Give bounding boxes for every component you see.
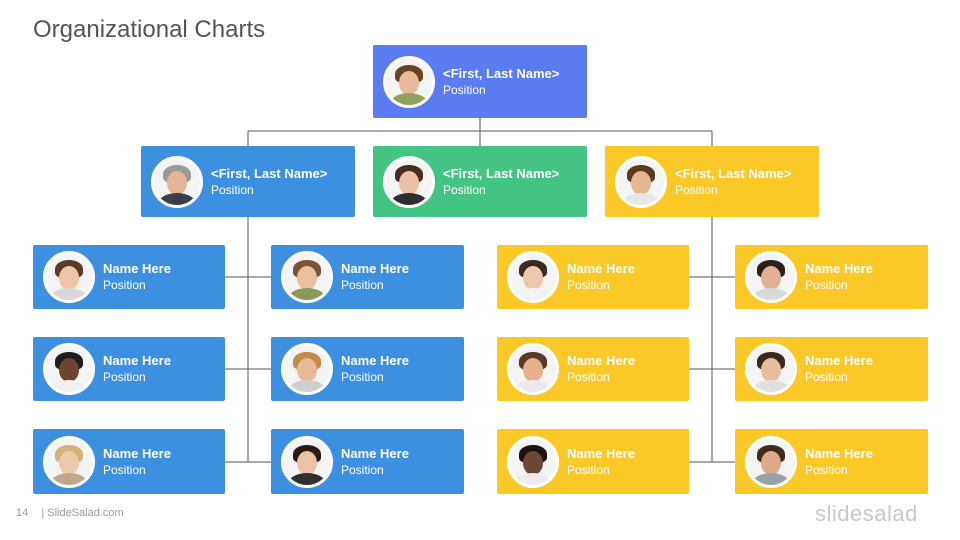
person-avatar <box>281 343 333 395</box>
node-position: Position <box>567 370 610 384</box>
node-position: Position <box>805 462 848 477</box>
slide-footer: 14 | SlideSalad.com <box>16 507 124 519</box>
slide-title: Organizational Charts <box>33 16 266 43</box>
node-name: Name Here <box>341 261 409 276</box>
person-avatar <box>507 343 559 395</box>
person-avatar <box>151 155 203 208</box>
person-avatar <box>745 343 797 395</box>
node-name: <First, Last Name> <box>443 65 560 81</box>
node-position: Position <box>675 182 718 197</box>
node-position: Position <box>805 370 848 384</box>
person-avatar <box>507 251 559 303</box>
footer-source: | SlideSalad.com <box>41 507 124 519</box>
node-name: <First, Last Name> <box>443 165 560 181</box>
node-position: Position <box>567 462 610 477</box>
person-avatar <box>745 251 797 303</box>
node-name: Name Here <box>805 445 873 461</box>
person-avatar <box>383 155 435 208</box>
org-node-staff[interactable]: Name Here Position <box>497 245 689 309</box>
person-avatar <box>281 435 333 488</box>
node-position: Position <box>341 370 384 384</box>
org-node-staff[interactable]: Name Here Position <box>735 337 928 401</box>
node-name: Name Here <box>567 445 635 461</box>
node-name: <First, Last Name> <box>675 165 792 181</box>
org-node-staff[interactable]: Name Here Position <box>735 245 928 309</box>
person-avatar <box>281 251 333 303</box>
node-name: Name Here <box>341 445 409 461</box>
org-node-staff[interactable]: Name Here Position <box>271 337 464 401</box>
person-avatar <box>383 55 435 108</box>
node-position: Position <box>103 462 146 477</box>
org-node-staff[interactable]: Name Here Position <box>33 429 225 494</box>
node-name: Name Here <box>805 353 873 368</box>
org-node-staff[interactable]: Name Here Position <box>271 245 464 309</box>
node-name: Name Here <box>341 353 409 368</box>
node-position: Position <box>443 182 486 197</box>
node-position: Position <box>211 182 254 197</box>
node-position: Position <box>567 278 610 292</box>
brand-logo: slidesalad <box>815 501 918 526</box>
org-node-manager-left[interactable]: <First, Last Name> Position <box>141 146 355 217</box>
node-name: Name Here <box>567 261 635 276</box>
node-name: Name Here <box>103 353 171 368</box>
node-position: Position <box>341 278 384 292</box>
org-node-ceo[interactable]: <First, Last Name> Position <box>373 45 587 118</box>
node-name: Name Here <box>567 353 635 368</box>
org-node-staff[interactable]: Name Here Position <box>271 429 464 494</box>
org-node-manager-right[interactable]: <First, Last Name> Position <box>605 146 819 217</box>
org-node-staff[interactable]: Name Here Position <box>497 429 689 494</box>
node-name: Name Here <box>805 261 873 276</box>
person-avatar <box>43 435 95 488</box>
node-position: Position <box>341 462 384 477</box>
person-avatar <box>43 343 95 395</box>
person-avatar <box>507 435 559 488</box>
person-avatar <box>745 435 797 488</box>
org-node-staff[interactable]: Name Here Position <box>33 245 225 309</box>
org-node-manager-center[interactable]: <First, Last Name> Position <box>373 146 587 217</box>
org-node-staff[interactable]: Name Here Position <box>735 429 928 494</box>
node-name: <First, Last Name> <box>211 165 328 181</box>
node-position: Position <box>805 278 848 292</box>
node-position: Position <box>103 278 146 292</box>
node-position: Position <box>443 82 486 97</box>
org-node-staff[interactable]: Name Here Position <box>497 337 689 401</box>
org-node-staff[interactable]: Name Here Position <box>33 337 225 401</box>
person-avatar <box>43 251 95 303</box>
page-number: 14 <box>16 507 29 519</box>
person-avatar <box>615 155 667 208</box>
node-name: Name Here <box>103 445 171 461</box>
node-position: Position <box>103 370 146 384</box>
node-name: Name Here <box>103 261 171 276</box>
